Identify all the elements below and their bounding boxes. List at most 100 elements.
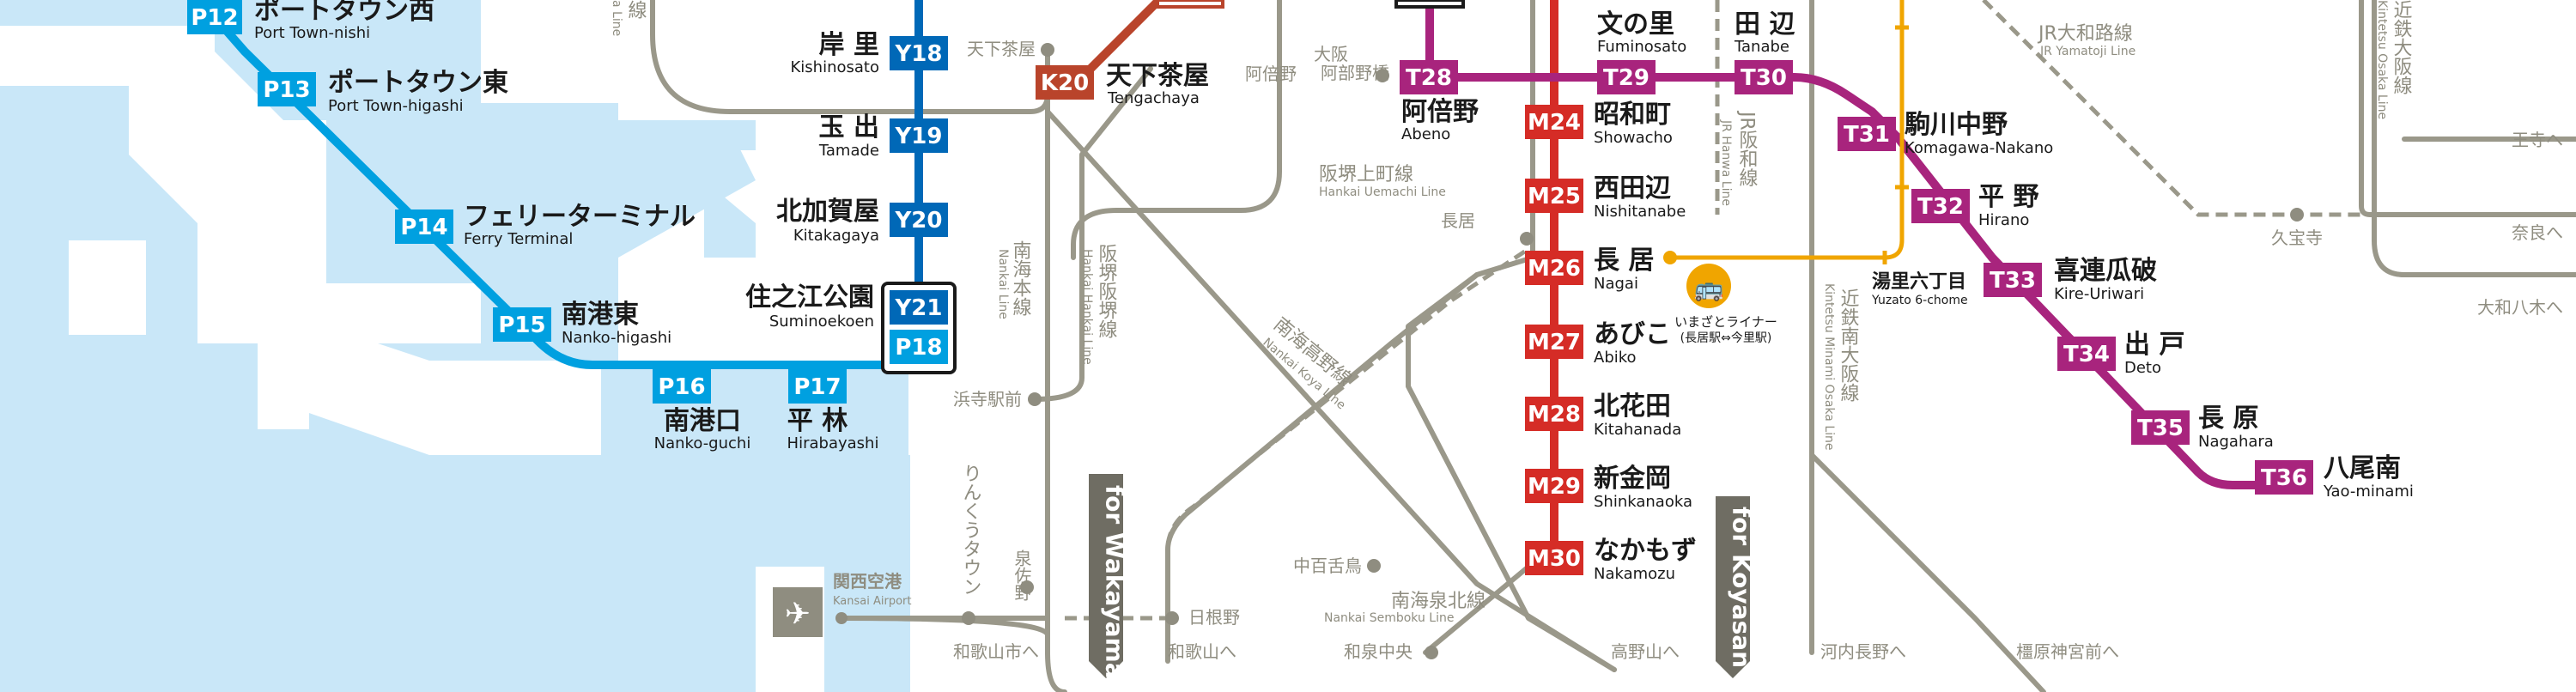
station-name-en: Tengachaya	[1107, 89, 1200, 107]
station-T30[interactable]: T30 田 辺 Tanabe	[1734, 9, 1795, 94]
izumisano-group: 泉佐野	[1012, 549, 1032, 601]
station-code: K20	[1041, 70, 1089, 96]
station-name-ja: 新金岡	[1594, 464, 1671, 494]
station-name-en: Kishinosato	[791, 58, 880, 76]
jr-yamatoji-ja: JR大和路線	[2037, 23, 2133, 45]
station-M29[interactable]: M29 新金岡 Shinkanaoka	[1525, 464, 1692, 511]
bus-name: いまざとライナー	[1674, 314, 1777, 330]
station-name-ja: あびこ	[1594, 319, 1671, 349]
station-name-en: Suminoekoen	[769, 313, 874, 331]
kansai-airport: ✈ 関西空港 Kansai Airport	[757, 571, 1048, 687]
station-P16[interactable]: P16 南港口 Nanko-guchi	[653, 369, 750, 452]
station-P17[interactable]: P17 平 林 Hirabayashi	[787, 369, 879, 452]
station-P14[interactable]: P14 フェリーターミナル Ferry Terminal	[395, 202, 696, 248]
yuzato-label: 湯里六丁目 Yuzato 6-chome	[1871, 271, 1968, 307]
station-name-ja: 田 辺	[1735, 9, 1795, 39]
station-name-ja: フェリーターミナル	[464, 202, 696, 232]
station-name-ja: 駒川中野	[1905, 110, 2008, 140]
station-code: M24	[1528, 110, 1581, 136]
station-T28[interactable]: T28 阿倍野 Abeno	[1400, 60, 1479, 143]
station-Y21-P18[interactable]: Y21 P18 住之江公園 Suminoekoen	[745, 282, 957, 374]
station-Y18[interactable]: Y18 岸 里 Kishinosato	[791, 30, 949, 76]
station-K19-partial	[1156, 0, 1224, 9]
station-name-ja: 西田辺	[1594, 173, 1671, 203]
station-name-ja: 昭和町	[1594, 100, 1671, 130]
station-P15[interactable]: P15 南港東 Nanko-higashi	[493, 300, 671, 347]
station-T32[interactable]: T32 平 野 Hirano	[1911, 182, 2038, 229]
yuzato-ja: 湯里六丁目	[1872, 271, 1966, 293]
station-code: T28	[1406, 65, 1452, 91]
nankai-semboku-ja: 南海泉北線	[1391, 591, 1485, 612]
station-code: Y18	[894, 41, 942, 67]
other-station-labels: 天下茶屋 大阪 阿倍野 長居 浜寺駅前 日根野 中百舌鳥 和泉中央 久宝寺	[953, 39, 2323, 662]
station-P12[interactable]: P12 ポートタウン西 Port Town-nishi	[187, 0, 434, 42]
station-code: M27	[1528, 330, 1581, 355]
station-name-en: Kitahanada	[1594, 421, 1681, 439]
station-name-en: Kire-Uriwari	[2054, 285, 2144, 303]
station-M25[interactable]: M25 西田辺 Nishitanabe	[1525, 173, 1686, 221]
other-station-dots	[962, 43, 2304, 659]
izumichuo-label: 和泉中央	[1344, 641, 1413, 662]
station-name-en: Tanabe	[1734, 38, 1789, 56]
kintetsu-osaka-ja: 近鉄大阪線	[2391, 0, 2413, 94]
hinenoe-label: 日根野	[1188, 607, 1240, 628]
station-M28[interactable]: M28 北花田 Kitahanada	[1525, 392, 1681, 439]
station-T29[interactable]: T29 文の里 Fuminosato	[1597, 9, 1686, 94]
station-T31[interactable]: T31 駒川中野 Komagawa-Nakano	[1838, 110, 2053, 157]
abenobashi-label-1: 大阪	[1314, 44, 1348, 64]
station-M30[interactable]: M30 なかもず Nakamozu	[1525, 536, 1697, 583]
for-wakayama-arrow: for Wakayama	[1089, 474, 1129, 679]
station-name-en: Nagai	[1594, 275, 1638, 293]
for-koyasan-label: for Koyasan	[1728, 507, 1756, 668]
station-code: T30	[1741, 65, 1787, 91]
station-name-en: Ferry Terminal	[464, 230, 573, 248]
station-name-en: Nanko-higashi	[562, 329, 671, 347]
station-name-ja: ポートタウン東	[328, 68, 508, 98]
station-name-ja: 天下茶屋	[1106, 61, 1209, 91]
for-koyasan-arrow: for Koyasan	[1716, 496, 1756, 678]
station-M24[interactable]: M24 昭和町 Showacho	[1525, 100, 1673, 147]
station-T36[interactable]: T36 八尾南 Yao-minami	[2255, 453, 2414, 501]
station-code: M30	[1528, 546, 1581, 572]
station-name-en: Nishitanabe	[1594, 203, 1686, 221]
bus-route: (長居駅⇔今里駅)	[1680, 331, 1772, 345]
for-wakayama-label: for Wakayama	[1101, 485, 1129, 679]
station-name-en: Deto	[2124, 359, 2161, 377]
station-P13[interactable]: P13 ポートタウン東 Port Town-higashi	[258, 68, 508, 115]
station-M27[interactable]: M27 あびこ Abiko	[1525, 319, 1671, 367]
station-code: M29	[1528, 474, 1581, 500]
station-code: M28	[1528, 402, 1581, 428]
to-yamatoyagi: 大和八木へ	[2477, 297, 2563, 318]
nagai-jr-label: 長居	[1441, 210, 1475, 231]
station-code: P16	[658, 374, 705, 400]
jr-hanwa-en: JR Hanwa Line	[1719, 119, 1733, 206]
station-code: Y21	[894, 295, 942, 321]
top-fragment-1: 線	[625, 0, 647, 19]
station-T34[interactable]: T34 出 戸 Deto	[2057, 330, 2184, 377]
abenobashi-label-2: 阿部野橋	[1321, 63, 1389, 83]
station-name-en: Nanko-guchi	[654, 434, 751, 452]
station-T35[interactable]: T35 長 原 Nagahara	[2131, 404, 2274, 451]
nakamozu-label: 中百舌鳥	[1293, 555, 1362, 576]
station-name-ja: 長 居	[1594, 246, 1654, 276]
station-M26[interactable]: M26 長 居 Nagai	[1525, 246, 1654, 293]
jr-hanwa-ja: JR阪和線	[1736, 110, 1759, 187]
hankai-uemachi-en: Hankai Uemachi Line	[1319, 185, 1446, 199]
to-nara: 奈良へ	[2512, 222, 2563, 243]
kintetsu-minami-osaka-en: Kintetsu Minami Osaka Line	[1822, 283, 1836, 451]
station-Y19[interactable]: Y19 玉 出 Tamade	[818, 112, 948, 160]
station-K20[interactable]: K20 天下茶屋 Tengachaya	[1036, 61, 1209, 107]
station-name-ja: 八尾南	[2324, 453, 2401, 483]
destination-labels: 和歌山市へ 和歌山へ 高野山へ 河内長野へ 橿原神宮前へ 王寺へ 奈良へ 大和八…	[953, 130, 2563, 662]
jr-yamatoji-en: JR Yamatoji Line	[2039, 45, 2136, 58]
station-T33[interactable]: T33 喜連瓜破 Kire-Uriwari	[1984, 256, 2157, 303]
station-Y20[interactable]: Y20 北加賀屋 Kitakagaya	[776, 197, 948, 245]
station-name-ja: 玉 出	[819, 112, 879, 143]
kansai-airport-ja: 関西空港	[833, 571, 902, 592]
station-code: T31	[1844, 122, 1890, 148]
station-code: T29	[1603, 65, 1649, 91]
station-code: P13	[263, 77, 310, 103]
station-name-ja: 喜連瓜破	[2054, 256, 2157, 286]
station-name-ja: 平 林	[787, 406, 848, 436]
